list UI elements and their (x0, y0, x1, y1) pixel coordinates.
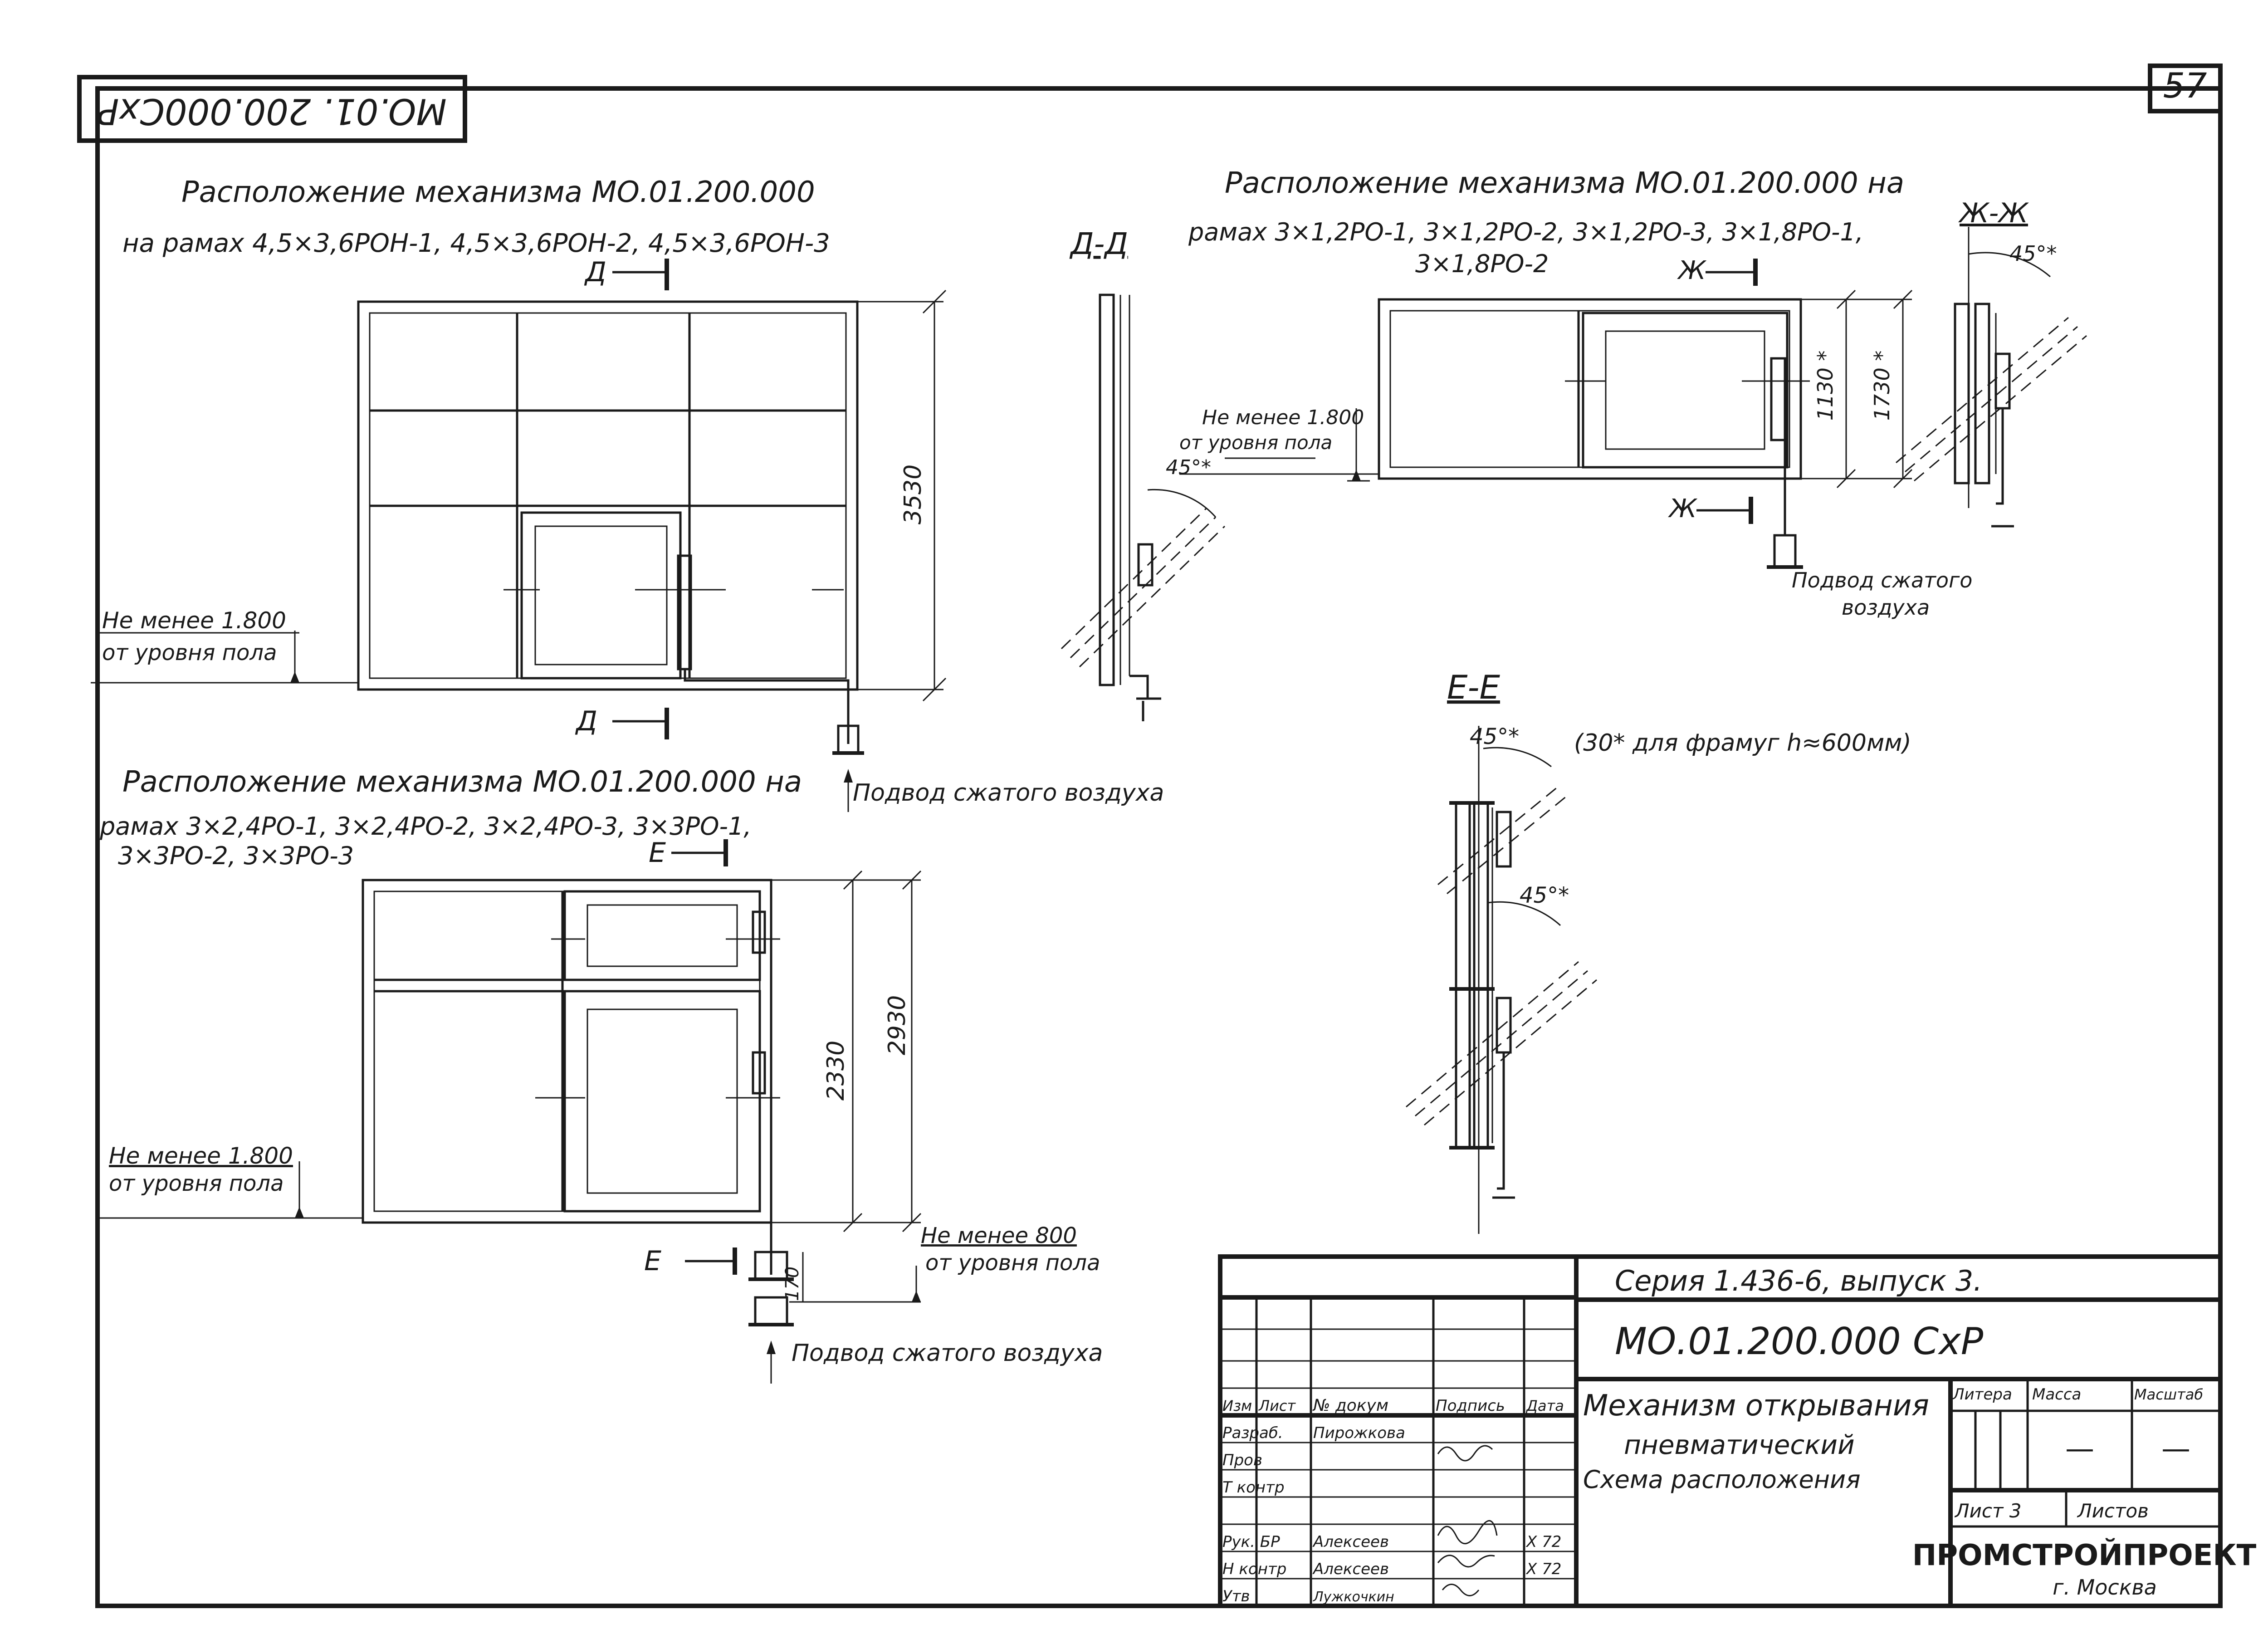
tb-row-prov: Пров (1222, 1451, 1262, 1469)
tb-masshtab: Масштаб (2134, 1386, 2203, 1403)
view2-dim-1130: 1130 * (1813, 351, 1838, 421)
tb-masshtab-value: — (2161, 1432, 2190, 1466)
section-dd-note-min1800: Не менее 1.800 (1202, 406, 1364, 429)
tb-city: г. Москва (2053, 1575, 2157, 1600)
view2-dim-1730: 1730 * (1870, 351, 1894, 421)
view1-section-d-top: Д (584, 256, 606, 288)
section-zhzh-label: Ж-Ж (1958, 197, 2029, 229)
view2-section-zh-bottom: Ж (1668, 494, 1698, 523)
tb-organization: ПРОМСТРОЙПРОЕКТ (1912, 1538, 2257, 1572)
tb-row-razrab: Разраб. (1222, 1424, 1283, 1442)
view2-title-line1: Расположение механизма МО.01.200.000 на (1225, 166, 1904, 200)
tb-row-utv: Утв (1222, 1587, 1250, 1605)
tb-name-ruk: Алексеев (1312, 1533, 1389, 1551)
view3-dim-2330: 2330 (822, 1041, 850, 1101)
view3-dim-170: 170 (782, 1267, 803, 1301)
view3-dim-2930: 2930 (884, 995, 911, 1055)
tb-col-list: Лист (1258, 1397, 1296, 1414)
view2-titles: Расположение механизма МО.01.200.000 на … (1188, 166, 1904, 278)
view1-titles: Расположение механизма МО.01.200.000 на … (122, 176, 830, 258)
section-dd-drawing (1061, 294, 1370, 721)
view3-frame-drawing (95, 839, 922, 1384)
view1-note-floor: от уровня пола (102, 640, 277, 665)
tb-name-utv: Лужкочкин (1313, 1589, 1394, 1605)
tb-col-date: Дата (1525, 1397, 1564, 1414)
view3-title-line2: рамах 3×2,4РО-1, 3×2,4РО-2, 3×2,4РО-3, 3… (99, 812, 752, 841)
view3-note-floor: от уровня пола (109, 1171, 284, 1196)
view3-title-line1: Расположение механизма МО.01.200.000 на (122, 765, 802, 799)
tb-name-line1: Механизм открывания (1583, 1389, 1929, 1423)
view2-air-line1: Подвод сжатого (1792, 568, 1972, 592)
view3-note-floor-800: от уровня пола (925, 1250, 1100, 1276)
sheet-code-rotated: MO.01. 200.000CxP (98, 91, 446, 132)
sheet-frame (77, 64, 2223, 1608)
tb-row-tkontr: Т контр (1222, 1478, 1285, 1497)
tb-name-line3: Схема расположения (1583, 1465, 1861, 1494)
view1-note-min1800: Не менее 1.800 (102, 607, 286, 634)
section-dd-note-floor: от уровня пола (1179, 431, 1332, 454)
tb-date-2: X 72 (1525, 1560, 1561, 1578)
view2-frame-drawing (1179, 259, 1913, 569)
view3-note-min1800: Не менее 1.800 (109, 1143, 293, 1169)
tb-col-izm: Изм (1222, 1397, 1252, 1414)
section-ee-angle-top: 45°* (1470, 724, 1519, 749)
section-ee-drawing (1406, 726, 1597, 1234)
tb-row-ruk: Рук. БР (1222, 1533, 1280, 1551)
view3-section-e-bottom: Е (644, 1245, 661, 1277)
view2-title-line2: рамах 3×1,2РО-1, 3×1,2РО-2, 3×1,2РО-3, 3… (1188, 218, 1863, 246)
section-dd-angle: 45°* (1166, 456, 1211, 479)
tb-name-line2: пневматический (1624, 1429, 1855, 1460)
view1-dim-3530: 3530 (899, 465, 927, 524)
tb-litera: Литера (1952, 1385, 2012, 1404)
sheet-number: 57 (2163, 65, 2207, 106)
tb-row-nkontr: Н контр (1222, 1560, 1286, 1578)
view1-title-line2: на рамах 4,5×3,6РОН-1, 4,5×3,6РОН-2, 4,5… (122, 229, 830, 258)
tb-col-doc: № докум (1312, 1396, 1388, 1415)
view2-section-zh-top: Ж (1677, 256, 1707, 285)
view1-section-d-bottom: Д (575, 705, 597, 737)
view3-note-min800: Не менее 800 (921, 1223, 1077, 1248)
section-zhzh-drawing (1896, 227, 2087, 528)
tb-series: Серия 1.436-6, выпуск 3. (1615, 1264, 1982, 1297)
view1-frame-drawing (91, 259, 947, 755)
view3-air-supply: Подвод сжатого воздуха (792, 1340, 1103, 1367)
view2-title-line3: 3×1,8РО-2 (1415, 250, 1549, 278)
title-block (1218, 1254, 2223, 1608)
view3-section-e-top: Е (649, 837, 666, 869)
tb-name-razrab: Пирожкова (1313, 1424, 1405, 1442)
section-zhzh-angle: 45°* (2009, 241, 2057, 266)
tb-name-nkontr: Алексеев (1312, 1560, 1389, 1578)
view3-titles: Расположение механизма МО.01.200.000 на … (99, 765, 802, 870)
view1-air-supply: Подвод сжатого воздуха (853, 779, 1164, 807)
tb-massa: Масса (2032, 1385, 2081, 1404)
tb-list: Лист 3 (1954, 1500, 2022, 1522)
tb-massa-value: — (2065, 1432, 2094, 1466)
section-ee-angle-mid: 45°* (1520, 883, 1569, 908)
view3-title-line3: 3×3РО-2, 3×3РО-3 (118, 841, 354, 870)
tb-listov: Листов (2077, 1500, 2149, 1522)
tb-date-1: X 72 (1525, 1533, 1561, 1551)
view1-title-line1: Расположение механизма МО.01.200.000 (181, 176, 815, 209)
section-ee-label: Е-Е (1447, 668, 1500, 706)
tb-designation: МО.01.200.000 СхР (1615, 1320, 1984, 1363)
tb-col-sign: Подпись (1436, 1397, 1505, 1415)
view2-air-line2: воздуха (1842, 595, 1930, 620)
section-dd-label: Д-Д (1069, 226, 1128, 261)
section-ee-transom-note: (30* для фрамуг h≈600мм) (1574, 729, 1911, 757)
